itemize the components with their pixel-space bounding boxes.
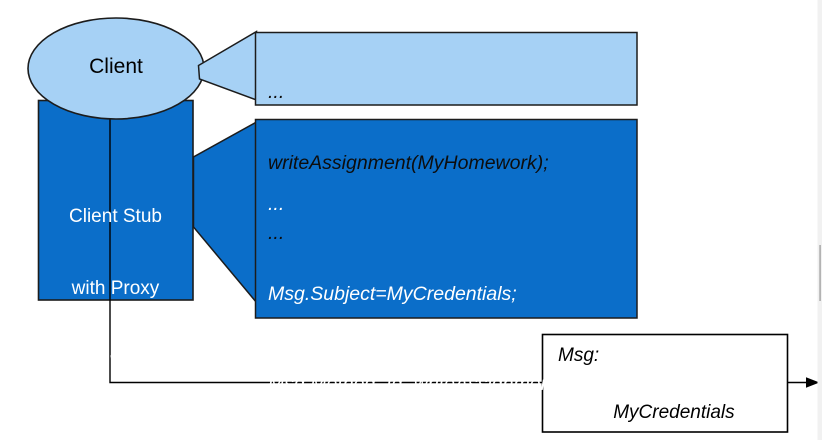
client-call-code: ... writeAssignment(MyHomework); ... [268, 34, 549, 293]
stub-callout-pointer [192, 120, 258, 305]
client-label: Client [89, 55, 143, 78]
message-record-label: Msg: [558, 345, 600, 366]
code-line: ... [268, 193, 285, 215]
code-line: ... [268, 222, 285, 244]
code-line: Msg.Method_Id=writeAssignment_Id; [268, 373, 590, 395]
client-callout-box [254, 31, 638, 106]
client-stub-label: Client Stub with Proxy (here without PEP… [38, 157, 193, 440]
client-stub-line: with Proxy [71, 278, 160, 299]
message-record-values: MyCredentials writeAssignment_Id MyHomew… [613, 342, 779, 440]
scrollbar-track[interactable] [817, 0, 822, 440]
code-line: writeAssignment(MyHomework); [268, 151, 549, 174]
stub-marshalling-code: ... Msg.Subject=MyCredentials; Msg.Metho… [268, 129, 589, 440]
client-stub-line: PEP and PDP) [52, 422, 179, 440]
message-value: MyCredentials [613, 402, 735, 423]
client-stub-box [37, 99, 194, 301]
client-stub-line: (here without [60, 350, 171, 371]
message-record: Msg: MyCredentials writeAssignment_Id My… [558, 342, 779, 440]
arrowhead-icon [806, 377, 820, 388]
stub-callout-box [254, 118, 638, 319]
scrollbar-thumb[interactable] [819, 245, 821, 301]
code-line: Msg.Subject=MyCredentials; [268, 283, 517, 305]
message-record-box [541, 333, 789, 433]
code-line: ... [268, 81, 285, 103]
client-callout-pointer [197, 30, 258, 102]
client-stub-line: Client Stub [69, 206, 162, 227]
